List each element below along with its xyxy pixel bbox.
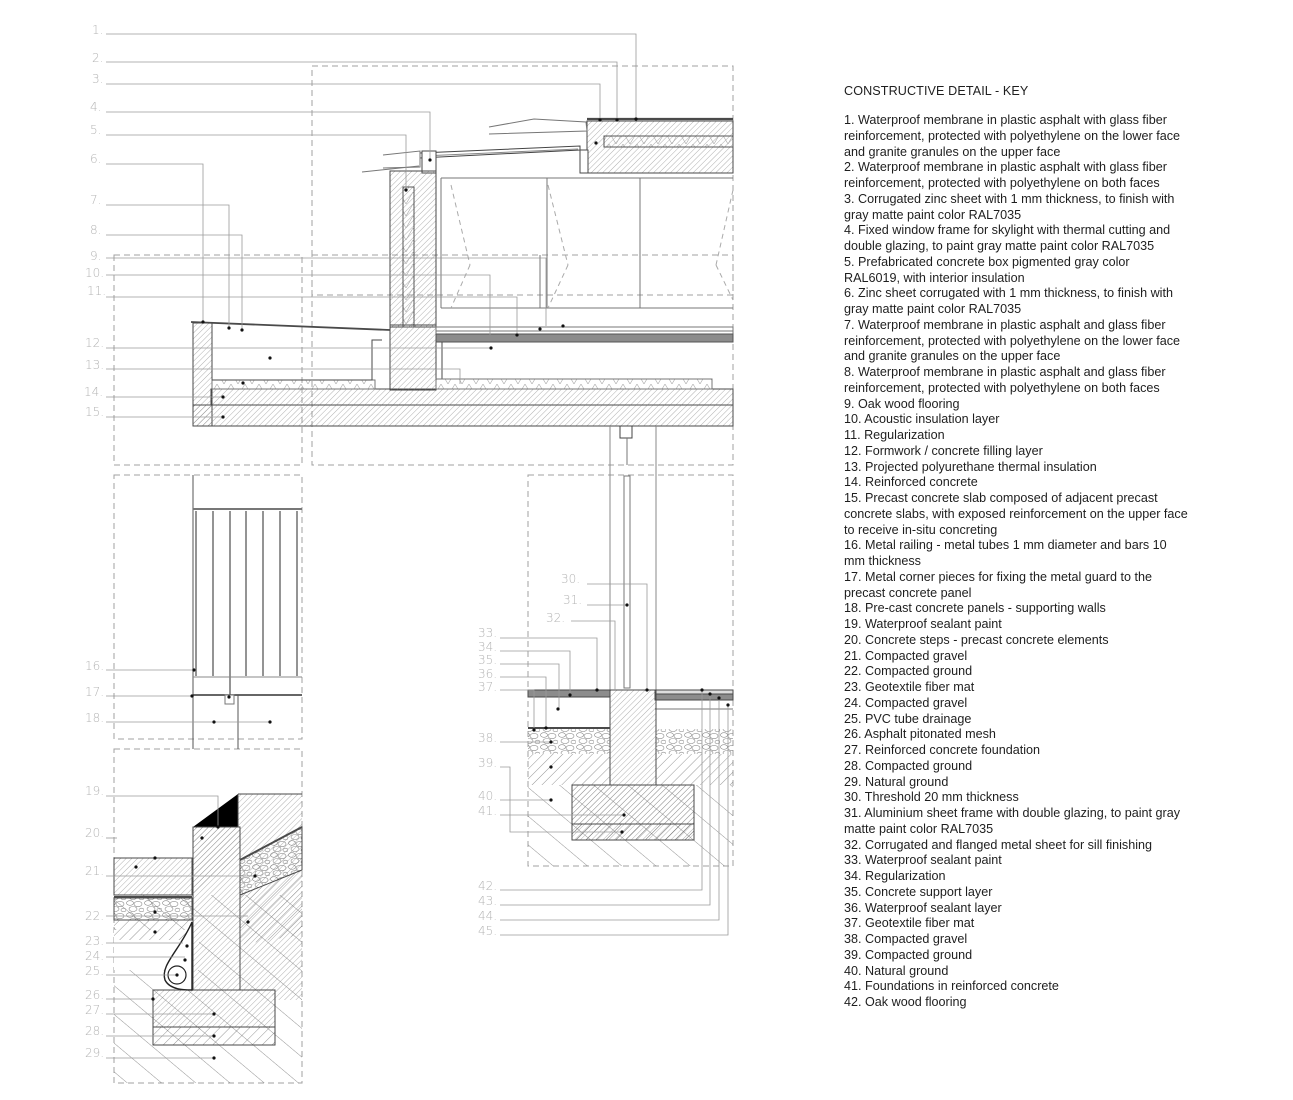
callout-number: 36. bbox=[478, 667, 498, 681]
key-item: 21. Compacted gravel bbox=[844, 648, 968, 663]
key-item: 36. Waterproof sealant layer bbox=[844, 900, 1002, 915]
key-title: CONSTRUCTIVE DETAIL - KEY bbox=[844, 84, 1029, 98]
callout-number: 37. bbox=[478, 680, 498, 694]
callout-number: 17. bbox=[85, 685, 105, 699]
callout-number: 27. bbox=[85, 1003, 105, 1017]
callout-dots bbox=[134, 117, 730, 1060]
callout-number: 18. bbox=[85, 711, 105, 725]
key-item: 18. Pre-cast concrete panels - supportin… bbox=[844, 601, 1106, 616]
callout-number: 22. bbox=[85, 909, 105, 923]
callout-number: 39. bbox=[478, 756, 498, 770]
callout-number: 31. bbox=[563, 593, 583, 607]
callout-number: 3. bbox=[92, 72, 104, 86]
key-item: 17. Metal corner pieces for fixing the m… bbox=[844, 569, 1153, 600]
key-item: 15. Precast concrete slab composed of ad… bbox=[844, 491, 1188, 537]
leader-lines bbox=[106, 33, 729, 1059]
callout-number: 44. bbox=[478, 909, 498, 923]
callout-number: 45. bbox=[478, 924, 498, 938]
key-item: 7. Waterproof membrane in plastic asphal… bbox=[844, 317, 1181, 364]
key-item: 32. Corrugated and flanged metal sheet f… bbox=[844, 837, 1153, 852]
callout-number: 35. bbox=[478, 653, 498, 667]
key-item: 1. Waterproof membrane in plastic asphal… bbox=[844, 113, 1181, 159]
key-item: 20. Concrete steps - precast concrete el… bbox=[844, 632, 1109, 647]
callout-number: 29. bbox=[85, 1046, 105, 1060]
key-item: 9. Oak wood flooring bbox=[844, 396, 960, 411]
railing-section bbox=[192, 475, 302, 749]
callout-number: 10. bbox=[85, 266, 105, 280]
key-item: 41. Foundations in reinforced concrete bbox=[844, 979, 1059, 994]
right-foundation-section bbox=[527, 426, 734, 866]
key-item: 10. Acoustic insulation layer bbox=[844, 412, 1000, 427]
key-item: 40. Natural ground bbox=[844, 963, 949, 978]
callout-number: 1. bbox=[92, 23, 104, 37]
key-item: 37. Geotextile fiber mat bbox=[844, 916, 975, 931]
callout-number: 13. bbox=[85, 358, 105, 372]
callout-number: 16. bbox=[85, 659, 105, 673]
left-foundation-section bbox=[113, 793, 303, 1083]
callout-number: 21. bbox=[85, 864, 105, 878]
callout-number: 34. bbox=[478, 640, 498, 654]
callout-number: 12. bbox=[85, 336, 105, 350]
callout-number: 6. bbox=[90, 152, 102, 166]
key-list: 1. Waterproof membrane in plastic asphal… bbox=[844, 113, 1189, 1011]
key-item: 24. Compacted gravel bbox=[844, 695, 968, 710]
callout-number: 9. bbox=[90, 249, 102, 263]
callout-number: 5. bbox=[90, 123, 102, 137]
callout-number: 2. bbox=[92, 51, 104, 65]
key-item: 42. Oak wood flooring bbox=[844, 995, 967, 1009]
constructive-detail-drawing bbox=[106, 33, 734, 1084]
key-item: 34. Regularization bbox=[844, 869, 946, 883]
key-item: 8. Waterproof membrane in plastic asphal… bbox=[844, 365, 1166, 395]
callout-number: 20. bbox=[85, 826, 105, 840]
key-item: 16. Metal railing - metal tubes 1 mm dia… bbox=[844, 538, 1167, 568]
constructive-detail-key: CONSTRUCTIVE DETAIL - KEY 1. Waterproof … bbox=[844, 84, 1189, 1011]
callout-number: 38. bbox=[478, 731, 498, 745]
key-item: 19. Waterproof sealant paint bbox=[844, 617, 1002, 631]
callout-number: 24. bbox=[85, 949, 105, 963]
key-item: 31. Aluminium sheet frame with double gl… bbox=[844, 806, 1181, 836]
key-item: 38. Compacted gravel bbox=[844, 932, 968, 946]
callout-number: 42. bbox=[478, 879, 498, 893]
callout-number: 23. bbox=[85, 934, 105, 948]
callout-number: 7. bbox=[90, 193, 102, 207]
key-item: 27. Reinforced concrete foundation bbox=[844, 743, 1041, 757]
callout-number: 15. bbox=[85, 405, 105, 419]
key-item: 29. Natural ground bbox=[844, 774, 949, 789]
key-item: 3. Corrugated zinc sheet with 1 mm thick… bbox=[844, 191, 1175, 222]
callout-number: 14. bbox=[84, 385, 104, 399]
callout-number: 11. bbox=[87, 284, 107, 298]
key-item: 28. Compacted ground bbox=[844, 758, 973, 773]
key-item: 25. PVC tube drainage bbox=[844, 711, 972, 726]
callout-number: 8. bbox=[90, 223, 102, 237]
key-item: 2. Waterproof membrane in plastic asphal… bbox=[844, 160, 1167, 190]
key-item: 35. Concrete support layer bbox=[844, 884, 993, 899]
callout-number: 32. bbox=[546, 611, 566, 625]
key-item: 26. Asphalt pitonated mesh bbox=[844, 727, 996, 742]
key-item: 33. Waterproof sealant paint bbox=[844, 853, 1002, 868]
upper-section bbox=[190, 117, 734, 439]
callout-number: 40. bbox=[478, 789, 498, 803]
callout-number: 25. bbox=[85, 964, 105, 978]
key-item: 6. Zinc sheet corrugated with 1 mm thick… bbox=[844, 286, 1173, 316]
key-item: 5. Prefabricated concrete box pigmented … bbox=[844, 254, 1130, 285]
key-item: 30. Threshold 20 mm thickness bbox=[844, 790, 1019, 805]
key-item: 14. Reinforced concrete bbox=[844, 475, 978, 490]
callout-number: 43. bbox=[478, 894, 498, 908]
callout-number: 4. bbox=[90, 100, 102, 114]
callout-number: 33. bbox=[478, 626, 498, 640]
key-item: 39. Compacted ground bbox=[844, 947, 973, 962]
callout-number: 28. bbox=[85, 1024, 105, 1038]
callout-number: 19. bbox=[85, 784, 105, 798]
key-item: 4. Fixed window frame for skylight with … bbox=[844, 223, 1171, 253]
key-item: 22. Compacted ground bbox=[844, 664, 973, 679]
key-item: 23. Geotextile fiber mat bbox=[844, 680, 975, 694]
key-item: 11. Regularization bbox=[844, 428, 945, 442]
callout-number: 26. bbox=[85, 988, 105, 1002]
key-item: 13. Projected polyurethane thermal insul… bbox=[844, 459, 1097, 474]
callout-number: 30. bbox=[561, 572, 581, 586]
callout-number: 41. bbox=[478, 804, 498, 818]
key-item: 12. Formwork / concrete filling layer bbox=[844, 443, 1043, 458]
